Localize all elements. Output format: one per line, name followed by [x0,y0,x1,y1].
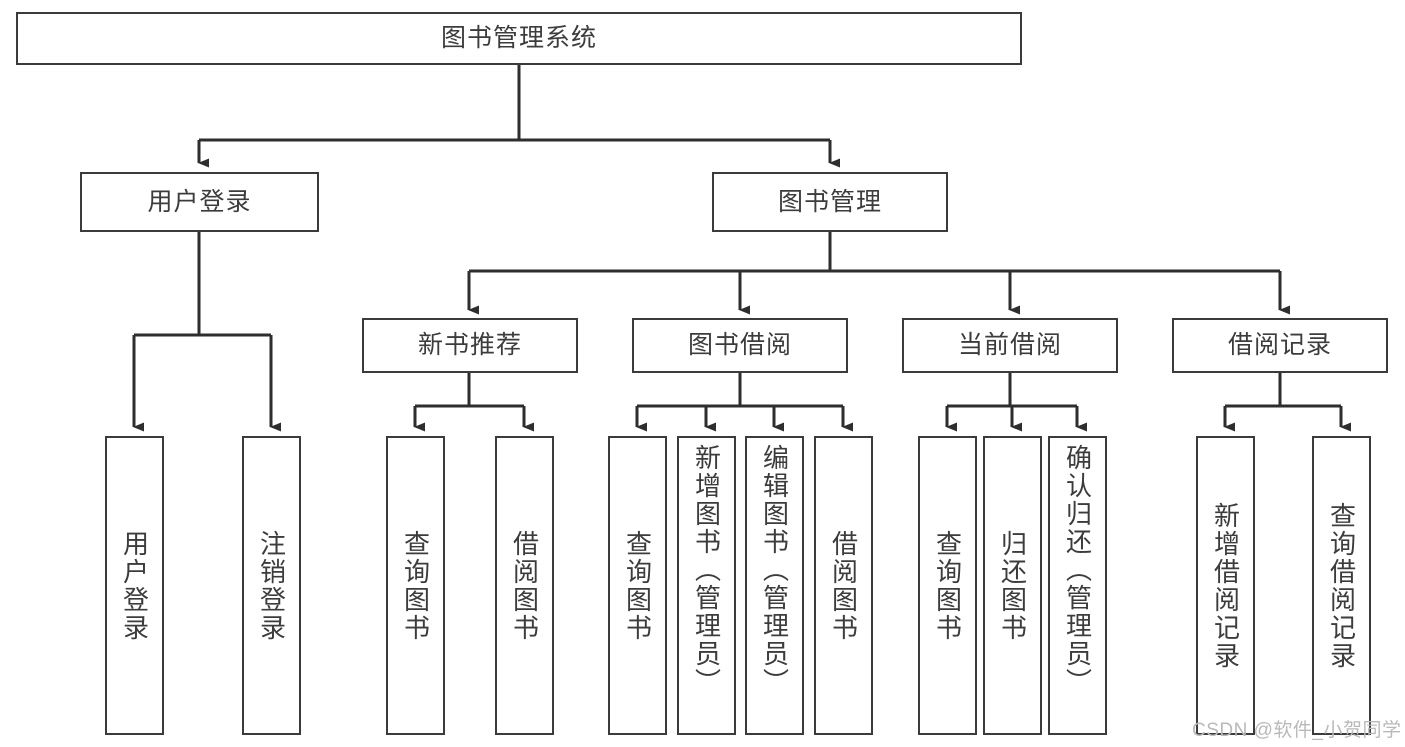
node-book-manage[interactable]: 图书管理 [712,172,948,232]
node-book-borrow[interactable]: 图书借阅 [632,318,848,373]
node-new-book-recommend[interactable]: 新书推荐 [362,318,578,373]
node-root-system[interactable]: 图书管理系统 [16,12,1022,65]
node-leaf-query-book-2-label: 查询图书 [622,529,653,642]
node-leaf-borrow-book-1-label: 借阅图书 [509,529,540,642]
node-leaf-user-login[interactable]: 用户登录 [105,436,164,735]
node-leaf-logout[interactable]: 注销登录 [242,436,301,735]
node-current-borrow[interactable]: 当前借阅 [902,318,1118,373]
node-leaf-confirm-return[interactable]: 确认归还（管理员） [1048,436,1107,735]
node-borrow-record[interactable]: 借阅记录 [1172,318,1388,373]
node-book-manage-label: 图书管理 [777,187,882,216]
node-leaf-add-book[interactable]: 新增图书（管理员） [677,436,736,735]
node-leaf-return-book[interactable]: 归还图书 [983,436,1042,735]
node-user-login-label: 用户登录 [147,187,252,216]
node-leaf-add-borrow-record[interactable]: 新增借阅记录 [1196,436,1255,735]
node-book-borrow-label: 图书借阅 [687,331,792,359]
node-leaf-edit-book[interactable]: 编辑图书（管理员） [745,436,804,735]
node-leaf-edit-book-label: 编辑图书（管理员） [759,444,790,696]
csdn-watermark: CSDN @软件_小贺同学 [1192,720,1402,741]
node-leaf-query-book-2[interactable]: 查询图书 [608,436,667,735]
node-user-login[interactable]: 用户登录 [80,172,319,232]
node-leaf-borrow-book-2-label: 借阅图书 [828,529,859,642]
node-leaf-query-book-3[interactable]: 查询图书 [918,436,977,735]
node-new-book-recommend-label: 新书推荐 [417,331,522,359]
node-leaf-borrow-book-2[interactable]: 借阅图书 [814,436,873,735]
node-root-system-label: 图书管理系统 [440,24,597,52]
node-leaf-query-borrow-record-label: 查询借阅记录 [1326,501,1357,670]
node-borrow-record-label: 借阅记录 [1227,331,1332,359]
node-leaf-return-book-label: 归还图书 [997,529,1028,642]
node-leaf-logout-label: 注销登录 [256,529,287,642]
node-leaf-add-borrow-record-label: 新增借阅记录 [1210,501,1241,670]
node-leaf-query-book-3-label: 查询图书 [932,529,963,642]
node-leaf-query-book-1[interactable]: 查询图书 [386,436,445,735]
node-leaf-query-borrow-record[interactable]: 查询借阅记录 [1312,436,1371,735]
node-leaf-add-book-label: 新增图书（管理员） [691,444,722,696]
node-leaf-borrow-book-1[interactable]: 借阅图书 [495,436,554,735]
node-current-borrow-label: 当前借阅 [957,331,1062,359]
node-leaf-confirm-return-label: 确认归还（管理员） [1062,444,1093,696]
node-leaf-user-login-label: 用户登录 [119,529,150,642]
node-leaf-query-book-1-label: 查询图书 [400,529,431,642]
